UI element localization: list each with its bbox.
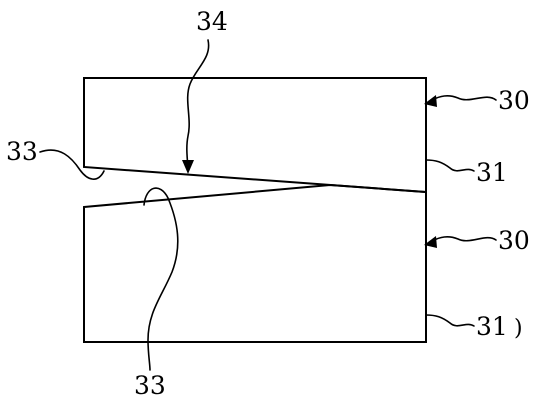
label-34: 34 [196,7,228,36]
leader-34 [187,40,209,168]
lower-block [84,185,426,342]
leader-33-left [40,150,104,179]
leader-30-bottom [432,237,496,241]
label-33-bottom: 33 [134,371,166,400]
leader-31-bottom [426,315,474,326]
label-33-left: 33 [6,137,38,166]
paren-mark: ) [514,316,523,341]
label-31-bottom: 31 [476,312,508,341]
label-31-top: 31 [476,158,508,187]
upper-block [84,78,426,192]
leader-31-top [426,160,474,171]
leader-30-top [432,96,496,100]
label-30-bottom: 30 [498,226,530,255]
label-30-top: 30 [498,86,530,115]
arrowhead-34 [182,160,194,174]
